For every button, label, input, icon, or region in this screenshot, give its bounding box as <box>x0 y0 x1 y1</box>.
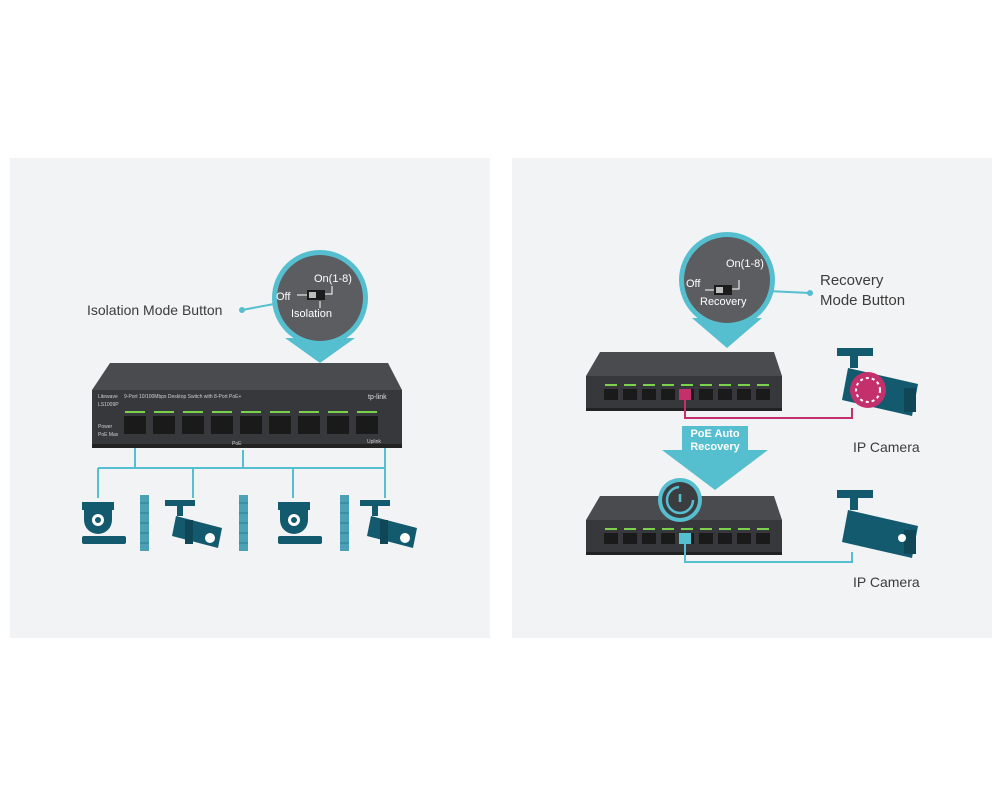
device-model: LS1009P <box>98 402 119 408</box>
switch-off-label: Off <box>686 278 701 290</box>
led-power-label: Power <box>98 424 113 430</box>
isolation-diagram <box>82 250 417 551</box>
ethernet-port <box>623 389 637 400</box>
device-description: 9-Port 10/100Mbps Desktop Switch with 8-… <box>124 394 242 400</box>
recovery-panel: Recovery Mode Button Off On(1-8) Recover… <box>512 158 992 638</box>
arrow-text-line1: PoE Auto <box>690 428 740 440</box>
ethernet-port <box>661 389 675 400</box>
ethernet-port <box>642 389 656 400</box>
ethernet-port <box>737 389 751 400</box>
recovered-connection <box>684 544 853 563</box>
port-led <box>643 528 655 530</box>
port-led <box>605 528 617 530</box>
isolation-panel: Isolation Mode Button Off On(1-8) Isolat… <box>10 158 490 638</box>
network-switch <box>92 363 402 448</box>
magnifier-pointer <box>692 318 762 348</box>
dome-camera-icon <box>278 502 322 544</box>
port-led <box>681 384 693 386</box>
ethernet-port <box>737 533 751 544</box>
port-led <box>624 384 636 386</box>
ethernet-port <box>240 416 262 434</box>
recovery-mode-label-line1: Recovery <box>820 272 884 289</box>
port-led <box>125 411 145 413</box>
port-led <box>700 384 712 386</box>
switch-ports <box>604 528 770 544</box>
port-led <box>662 528 674 530</box>
ethernet-port <box>327 416 349 434</box>
magnifier-pointer <box>285 338 355 363</box>
port-led <box>719 384 731 386</box>
ethernet-port <box>356 416 378 434</box>
port-led <box>212 411 232 413</box>
port-led <box>719 528 731 530</box>
ethernet-port <box>756 389 770 400</box>
ethernet-port <box>182 416 204 434</box>
poe-label: PoE <box>232 441 242 447</box>
switch-off-label: Off <box>276 291 291 303</box>
ethernet-port <box>298 416 320 434</box>
brand-logo: tp-link <box>368 394 387 401</box>
ethernet-port <box>211 416 233 434</box>
callout-dot <box>807 290 813 296</box>
recovery-diagram <box>586 232 918 563</box>
ethernet-port <box>661 533 675 544</box>
ip-camera-label-top: IP Camera <box>853 439 920 455</box>
port-led <box>700 528 712 530</box>
port-led <box>357 411 377 413</box>
device-series: Litewave <box>98 394 118 400</box>
ip-camera-failed-icon <box>837 348 918 416</box>
recovery-icon <box>658 478 702 522</box>
switch-ports <box>124 411 378 434</box>
port-led <box>299 411 319 413</box>
port-led <box>154 411 174 413</box>
recovered-port-highlight <box>679 533 691 544</box>
port-led <box>662 384 674 386</box>
arrow-text-line2: Recovery <box>690 441 740 453</box>
port-led <box>738 384 750 386</box>
port-led <box>643 384 655 386</box>
magnifier-lens <box>684 237 770 323</box>
ethernet-port <box>153 416 175 434</box>
port-led <box>624 528 636 530</box>
uplink-label: Uplink <box>367 439 381 445</box>
ip-camera-label-bottom: IP Camera <box>853 574 920 590</box>
failed-port-highlight <box>679 389 691 400</box>
ethernet-port <box>642 533 656 544</box>
poe-auto-recovery-arrow <box>662 426 768 490</box>
port-led <box>681 528 693 530</box>
ethernet-port <box>604 533 618 544</box>
ethernet-port <box>756 533 770 544</box>
port-led <box>757 384 769 386</box>
switch-on-label: On(1-8) <box>726 258 764 270</box>
port-led <box>605 384 617 386</box>
ethernet-port <box>269 416 291 434</box>
switch-on-label: On(1-8) <box>314 273 352 285</box>
switch-name-label: Isolation <box>291 308 332 320</box>
ethernet-port <box>623 533 637 544</box>
ethernet-port <box>124 416 146 434</box>
port-led <box>183 411 203 413</box>
ethernet-port <box>699 533 713 544</box>
port-led <box>270 411 290 413</box>
ethernet-port <box>718 533 732 544</box>
port-led <box>328 411 348 413</box>
callout-dot <box>239 307 245 313</box>
port-led <box>241 411 261 413</box>
ethernet-port <box>718 389 732 400</box>
bullet-camera-icon <box>165 500 222 548</box>
port-led <box>757 528 769 530</box>
dome-camera-icon <box>82 502 126 544</box>
isolation-mode-button-label: Isolation Mode Button <box>87 302 223 318</box>
ethernet-port <box>604 389 618 400</box>
switch-ports <box>604 384 770 400</box>
ip-camera-icon <box>837 490 918 558</box>
port-led <box>738 528 750 530</box>
led-poe-max-label: PoE Max <box>98 432 119 438</box>
ethernet-port <box>699 389 713 400</box>
bullet-camera-icon <box>360 500 417 548</box>
failed-connection <box>684 400 853 419</box>
recovery-mode-label-line2: Mode Button <box>820 292 906 309</box>
switch-name-label: Recovery <box>700 296 747 308</box>
